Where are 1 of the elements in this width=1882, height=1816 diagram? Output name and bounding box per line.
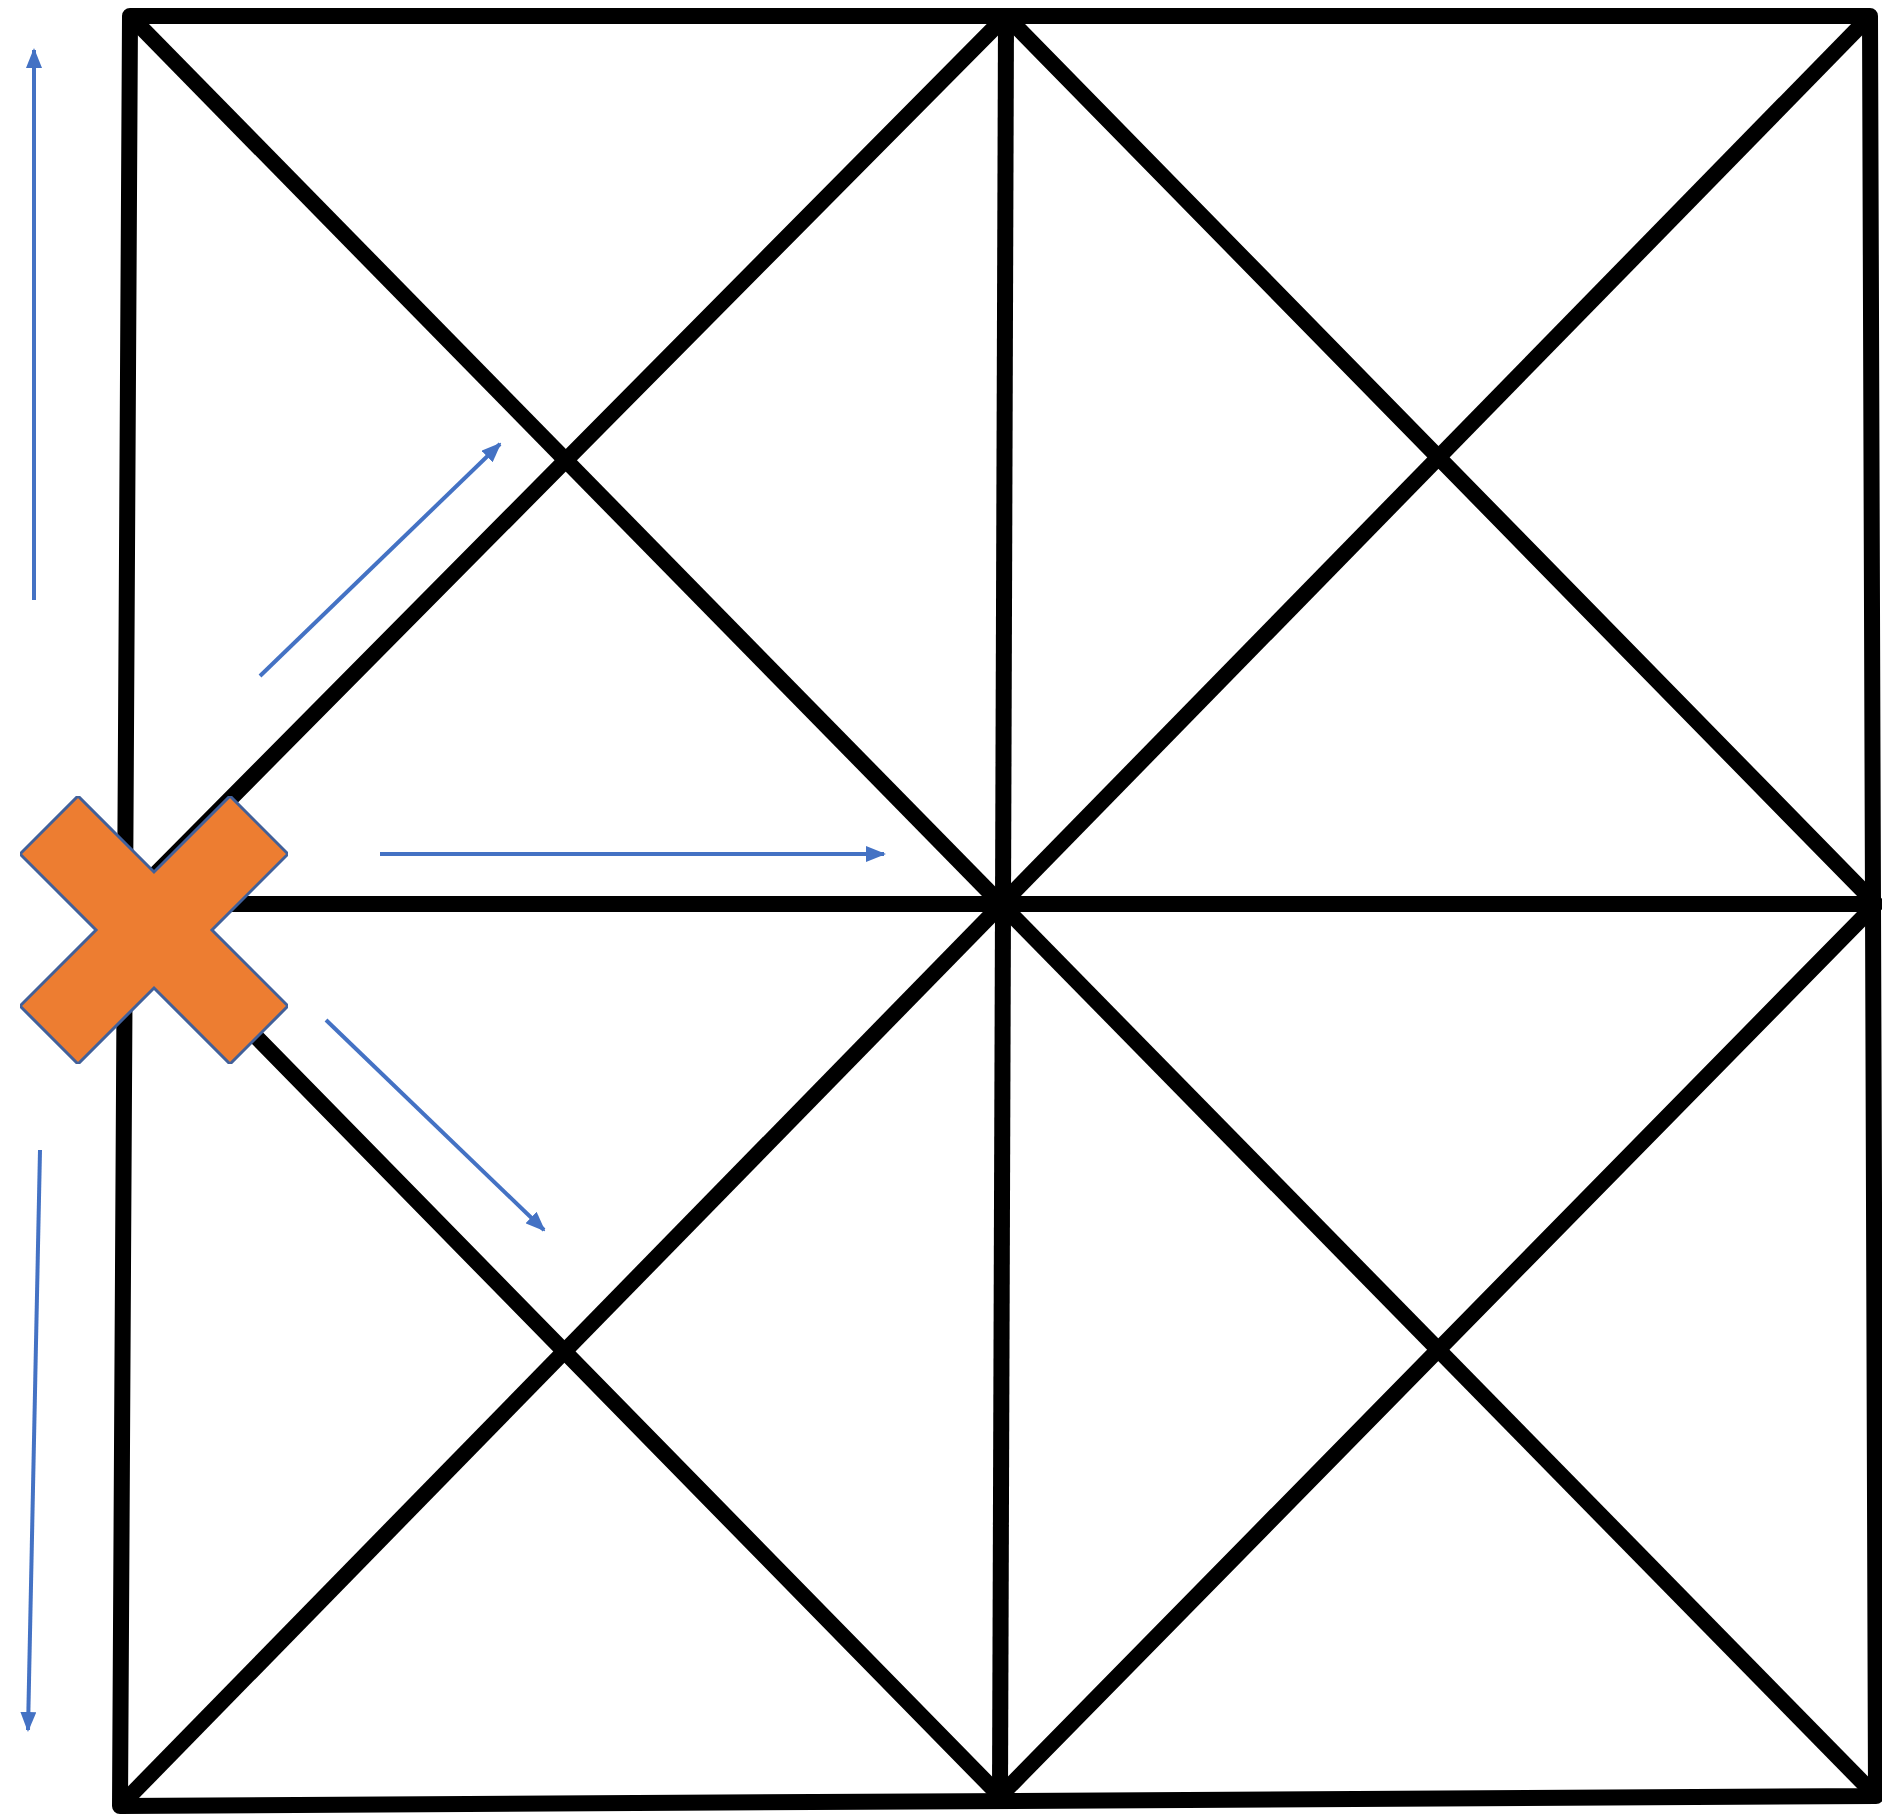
cross-marker	[20, 796, 288, 1064]
